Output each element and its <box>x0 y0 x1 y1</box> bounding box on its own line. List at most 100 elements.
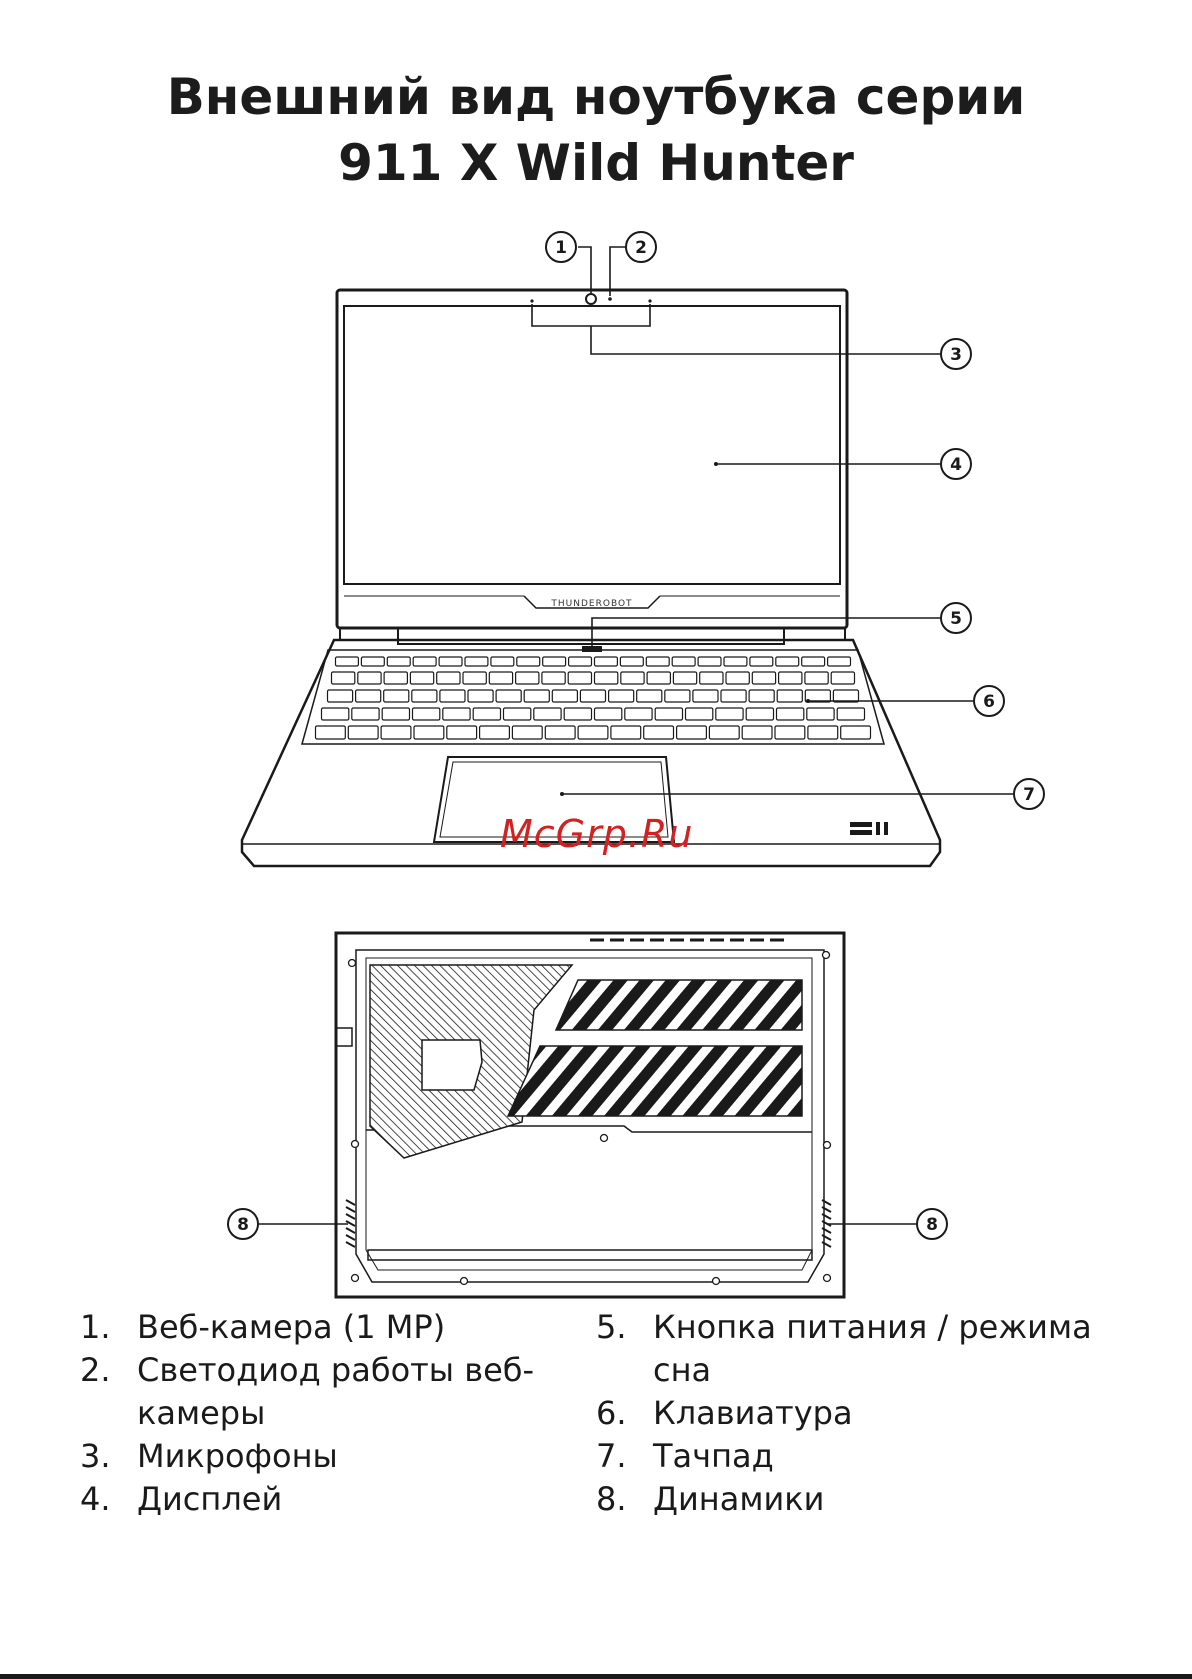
keyboard-key <box>802 657 825 666</box>
svg-text:6: 6 <box>983 692 995 712</box>
keyboard-key <box>439 657 462 666</box>
svg-text:3: 3 <box>950 345 962 365</box>
legend-item: 1. Веб-камера (1 MP) <box>80 1306 540 1349</box>
legend-item: 7. Тачпад <box>596 1435 1116 1478</box>
keyboard-key <box>384 690 409 702</box>
touchpad-dot <box>560 792 564 796</box>
keyboard-key <box>841 726 871 739</box>
keyboard-key <box>621 672 644 684</box>
keyboard-key <box>749 690 774 702</box>
watermark-text: McGrp.Ru <box>500 812 693 856</box>
keyboard-key <box>808 726 838 739</box>
keyboard-key <box>837 708 864 720</box>
keyboard-key <box>387 657 410 666</box>
keyboard-key <box>496 690 521 702</box>
keyboard-key <box>543 657 566 666</box>
keyboard-key <box>750 657 773 666</box>
webcam-led-icon <box>608 297 612 301</box>
screen-center-dot <box>714 462 718 466</box>
keyboard-key <box>545 726 575 739</box>
keyboard-key <box>595 708 622 720</box>
intake-cutout <box>422 1040 482 1090</box>
keyboard-key <box>489 672 512 684</box>
keyboard-key <box>775 726 805 739</box>
keyboard-key <box>686 708 713 720</box>
keyboard-key <box>724 657 747 666</box>
keyboard-key <box>568 672 591 684</box>
keyboard-key <box>447 726 477 739</box>
callout-4: 4 <box>941 449 971 479</box>
keyboard-key <box>742 726 772 739</box>
speaker-slot <box>346 1242 355 1247</box>
keyboard-key <box>468 690 493 702</box>
legend-item: 3. Микрофоны <box>80 1435 540 1478</box>
callout-3: 3 <box>941 339 971 369</box>
keyboard-key <box>746 708 773 720</box>
keyboard-key <box>480 726 510 739</box>
laptop-brand-text: THUNDEROBOT <box>550 599 632 609</box>
keyboard-key <box>693 690 718 702</box>
keyboard-key <box>673 672 696 684</box>
keyboard-key <box>655 708 682 720</box>
keyboard-key <box>677 726 707 739</box>
microphone-right-icon <box>648 299 651 302</box>
keyboard-key <box>580 690 605 702</box>
keyboard-key <box>611 726 641 739</box>
speaker-slot <box>346 1228 355 1233</box>
svg-text:4: 4 <box>950 455 962 475</box>
laptop-lid <box>337 290 847 628</box>
keyboard-key <box>412 690 437 702</box>
keyboard-key <box>437 672 460 684</box>
keyboard-key <box>440 690 465 702</box>
svg-text:8: 8 <box>926 1215 938 1235</box>
keyboard-key <box>473 708 500 720</box>
keyboard-key <box>413 657 436 666</box>
keyboard-key <box>322 708 349 720</box>
keyboard-key <box>382 708 409 720</box>
keyboard-key <box>512 726 542 739</box>
keyboard-key <box>709 726 739 739</box>
keyboard-key <box>463 672 486 684</box>
keyboard-key <box>620 657 643 666</box>
keyboard-key <box>516 672 539 684</box>
callout-8-right: 8 <box>917 1209 947 1239</box>
keyboard-key <box>517 657 540 666</box>
callout-2: 2 <box>626 232 656 262</box>
keyboard-key <box>348 726 378 739</box>
legend-right-list: 5. Кнопка питания / режима сна 6. Клавиа… <box>596 1306 1116 1521</box>
speaker-slot <box>346 1214 355 1219</box>
speaker-slot <box>346 1235 355 1240</box>
keyboard-key <box>336 657 359 666</box>
callout-1: 1 <box>546 232 576 262</box>
keyboard-key <box>491 657 514 666</box>
keyboard-key <box>414 726 444 739</box>
keyboard-key <box>384 672 407 684</box>
keyboard-key <box>776 657 799 666</box>
keyboard-key <box>381 726 411 739</box>
keyboard-key <box>831 672 854 684</box>
callout-6: 6 <box>974 686 1004 716</box>
keyboard-key <box>807 708 834 720</box>
palmrest-logo-icon <box>850 822 888 835</box>
callout-8-left: 8 <box>228 1209 258 1239</box>
legend-item: 6. Клавиатура <box>596 1392 1116 1435</box>
keyboard-key <box>726 672 749 684</box>
svg-text:5: 5 <box>950 609 962 629</box>
keyboard-key <box>358 672 381 684</box>
keyboard-key <box>721 690 746 702</box>
keyboard-key <box>569 657 592 666</box>
power-button[interactable] <box>582 646 602 652</box>
keyboard-key <box>625 708 652 720</box>
intake-vent-top <box>556 980 802 1030</box>
keyboard-key <box>777 708 804 720</box>
keyboard-key <box>647 672 670 684</box>
keyboard-dot <box>806 699 810 703</box>
svg-text:2: 2 <box>635 238 647 258</box>
keyboard-key <box>698 657 721 666</box>
keyboard-key <box>672 657 695 666</box>
legend-item: 5. Кнопка питания / режима сна <box>596 1306 1116 1392</box>
callout-7: 7 <box>1014 779 1044 809</box>
legend-item: 4. Дисплей <box>80 1478 540 1521</box>
svg-text:1: 1 <box>555 238 567 258</box>
keyboard-key <box>595 657 618 666</box>
